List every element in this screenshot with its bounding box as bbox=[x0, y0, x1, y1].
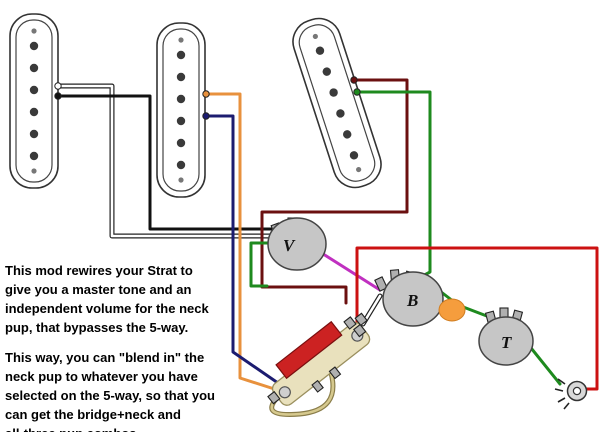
wire-neck-ground-black bbox=[56, 94, 282, 231]
notes-line: give you a master tone and an bbox=[5, 282, 192, 297]
five-way-switch bbox=[267, 312, 371, 406]
wire-middle-hot-orange bbox=[204, 92, 292, 396]
wire-volume-to-blend-purple bbox=[318, 250, 382, 292]
wire-bridge-hot-maroon bbox=[260, 78, 409, 305]
wire-middle-ground-navy bbox=[204, 114, 280, 385]
jack-hatch bbox=[563, 402, 570, 410]
notes-line: This way, you can "blend in" the bbox=[5, 350, 205, 365]
capacitor bbox=[438, 298, 466, 322]
notes-line: can get the bridge+neck and bbox=[5, 407, 181, 422]
wire-neck-hot-white bbox=[56, 84, 272, 238]
notes-line: independent volume for the neck bbox=[5, 301, 209, 316]
switch-lug bbox=[328, 366, 342, 380]
blend-pot-body bbox=[382, 271, 444, 327]
switch-lug bbox=[343, 316, 357, 330]
switch-lug bbox=[354, 312, 368, 327]
wire-volume-ground-green bbox=[249, 241, 274, 288]
output-jack bbox=[554, 378, 588, 410]
neck-hot-terminal bbox=[54, 82, 62, 90]
notes-line: all-three pup combos bbox=[5, 424, 243, 432]
switch-lug bbox=[353, 323, 367, 338]
middle-ground-terminal bbox=[202, 112, 210, 120]
wire-switch-jumper-tan bbox=[270, 371, 335, 416]
notes-line: neck pup to whatever you have bbox=[5, 369, 198, 384]
middle-hot-terminal bbox=[202, 90, 210, 98]
blend-pot: B bbox=[374, 269, 444, 327]
switch-screw bbox=[278, 386, 291, 399]
volume-pot: V bbox=[267, 217, 327, 271]
tone-pot-label: T bbox=[501, 333, 512, 352]
volume-pot-body bbox=[267, 217, 327, 271]
tone-pot-body bbox=[478, 316, 534, 366]
wire-output-hot-red bbox=[355, 246, 599, 391]
notes-line: selected on the 5-way, so that you bbox=[5, 388, 215, 403]
bridge-hot-terminal bbox=[350, 76, 358, 84]
volume-pot-label: V bbox=[283, 236, 296, 255]
switch-lug bbox=[267, 390, 281, 405]
notes-line: This mod rewires your Strat to bbox=[5, 263, 193, 278]
switch-body bbox=[275, 320, 343, 380]
neck-pickup bbox=[9, 13, 59, 189]
jack-hatch bbox=[557, 378, 566, 385]
bridge-pickup bbox=[286, 12, 388, 194]
notes: This mod rewires your Strat to give you … bbox=[5, 261, 243, 432]
jack-hatch bbox=[554, 388, 564, 392]
jack-hole bbox=[572, 386, 582, 396]
middle-pickup bbox=[156, 22, 206, 198]
notes-line: pup, that bypasses the 5-way. bbox=[5, 320, 189, 335]
tone-pot: T bbox=[478, 307, 534, 366]
neck-ground-terminal bbox=[54, 92, 62, 100]
bridge-ground-terminal bbox=[353, 88, 361, 96]
notes-paragraph-gap bbox=[5, 337, 243, 348]
blend-pot-lug bbox=[374, 276, 388, 292]
blend-pot-label: B bbox=[406, 291, 418, 310]
switch-lug bbox=[311, 379, 324, 393]
jack-hatch bbox=[557, 397, 566, 403]
